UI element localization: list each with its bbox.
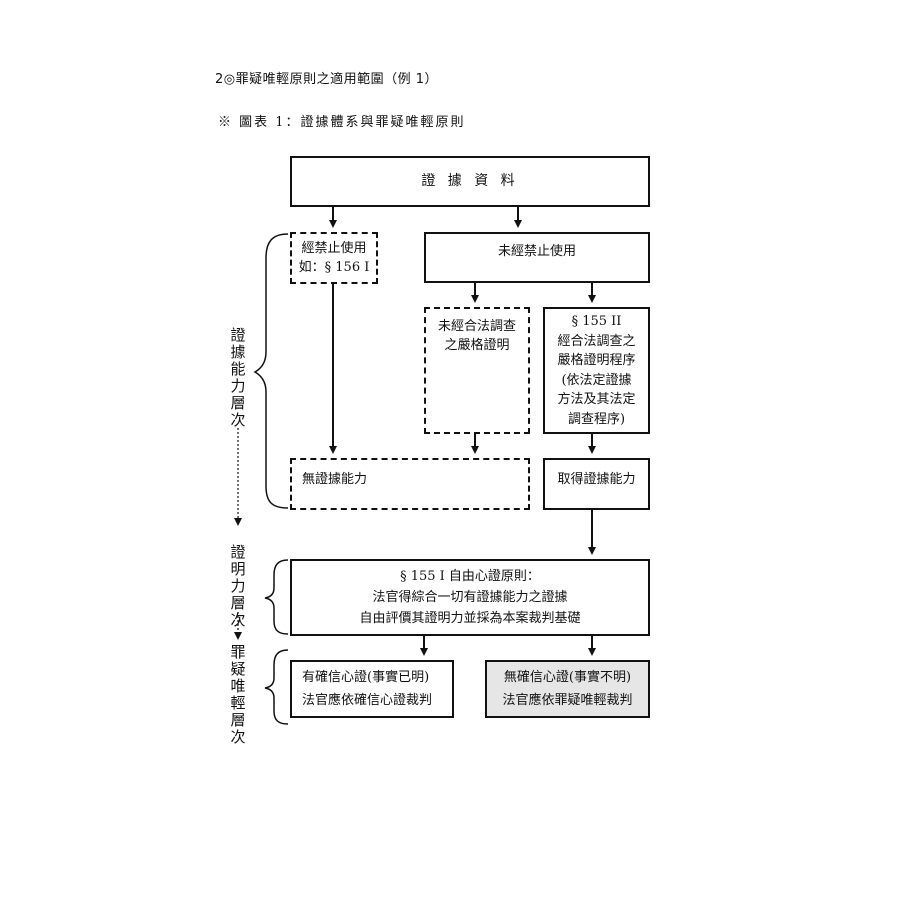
level-char: 據 xyxy=(230,343,246,361)
figure-title: ※ 圖表 1：證據體系與罪疑唯輕原則 xyxy=(218,115,466,130)
strict-not-label-2: 之嚴格證明 xyxy=(444,338,510,353)
level-char: 次 xyxy=(230,611,246,629)
level-label-in-dubio: 罪 疑 唯 輕 層 次 xyxy=(228,644,248,746)
level-char: 次 xyxy=(230,411,246,429)
level-char: 力 xyxy=(230,577,246,595)
level-char: 證 xyxy=(230,543,246,561)
level-char: 能 xyxy=(230,360,246,378)
strict-proof-box: § 155 II 經合法調查之 嚴格證明程序 (依法定證據 方法及其法定 調查程… xyxy=(543,307,650,434)
prohibited-label-2: 如：§ 156 I xyxy=(298,260,370,275)
free-proof-label-2: 法官得綜合一切有證據能力之證據 xyxy=(372,590,568,605)
free-proof-label-1: § 155 I 自由心證原則： xyxy=(400,569,540,584)
not-prohibited-box: 未經禁止使用 xyxy=(424,232,650,283)
evidence-data-box: 證 據 資 料 xyxy=(290,156,650,207)
free-proof-label-3: 自由評價其證明力並採為本案裁判基礎 xyxy=(359,611,581,626)
level-char: 層 xyxy=(230,711,246,729)
strict-yes-label-4: (依法定證據 xyxy=(561,372,632,388)
no-conviction-label-1: 無確信心證(事實不明) xyxy=(503,670,632,685)
dotted-arrowhead-2 xyxy=(234,632,242,640)
level-char: 次 xyxy=(230,728,246,746)
level-char: 層 xyxy=(230,594,246,612)
level-char: 疑 xyxy=(230,660,246,678)
no-conviction-box: 無確信心證(事實不明) 法官應依罪疑唯輕裁判 xyxy=(485,660,650,718)
brace-in-dubio xyxy=(264,649,289,725)
strict-yes-label-1: § 155 II xyxy=(571,314,622,329)
level-label-probative: 證 明 力 層 次 xyxy=(228,544,248,629)
strict-yes-label-5: 方法及其法定 xyxy=(557,392,636,407)
strict-proof-missing-box: 未經合法調查 之嚴格證明 xyxy=(424,307,530,434)
strict-yes-label-3: 嚴格證明程序 xyxy=(557,353,636,368)
level-char: 證 xyxy=(230,326,246,344)
level-char: 力 xyxy=(230,377,246,395)
strict-yes-label-2: 經合法調查之 xyxy=(557,333,636,349)
conviction-box: 有確信心證(事實已明) 法官應依確信心證裁判 xyxy=(290,660,454,718)
no-admissibility-label: 無證據能力 xyxy=(302,472,368,487)
brace-probative xyxy=(264,559,289,635)
strict-not-label-1: 未經合法調查 xyxy=(437,319,516,334)
dotted-arrowhead-1 xyxy=(234,518,242,526)
level-char: 層 xyxy=(230,394,246,412)
has-admissibility-box: 取得證據能力 xyxy=(543,458,650,510)
evidence-data-label: 證 據 資 料 xyxy=(421,173,519,189)
strict-yes-label-6: 調查程序) xyxy=(567,411,626,427)
conviction-label-1: 有確信心證(事實已明) xyxy=(302,670,430,685)
not-prohibited-label: 未經禁止使用 xyxy=(497,244,576,259)
level-char: 唯 xyxy=(230,677,246,695)
level-label-admissibility: 證 據 能 力 層 次 xyxy=(228,327,248,429)
prohibited-use-box: 經禁止使用 如：§ 156 I xyxy=(290,232,378,284)
no-admissibility-box: 無證據能力 xyxy=(290,458,530,510)
level-char: 明 xyxy=(230,560,246,578)
has-admissibility-label: 取得證據能力 xyxy=(557,472,636,487)
brace-admissibility xyxy=(253,233,289,509)
free-proof-box: § 155 I 自由心證原則： 法官得綜合一切有證據能力之證據 自由評價其證明力… xyxy=(290,559,650,636)
no-conviction-label-2: 法官應依罪疑唯輕裁判 xyxy=(502,693,633,708)
page-header-title: 2◎罪疑唯輕原則之適用範圍（例 1） xyxy=(215,72,439,87)
level-char: 罪 xyxy=(230,643,246,661)
prohibited-label-1: 經禁止使用 xyxy=(301,241,367,256)
conviction-label-2: 法官應依確信心證裁判 xyxy=(302,693,433,708)
level-char: 輕 xyxy=(230,694,246,712)
